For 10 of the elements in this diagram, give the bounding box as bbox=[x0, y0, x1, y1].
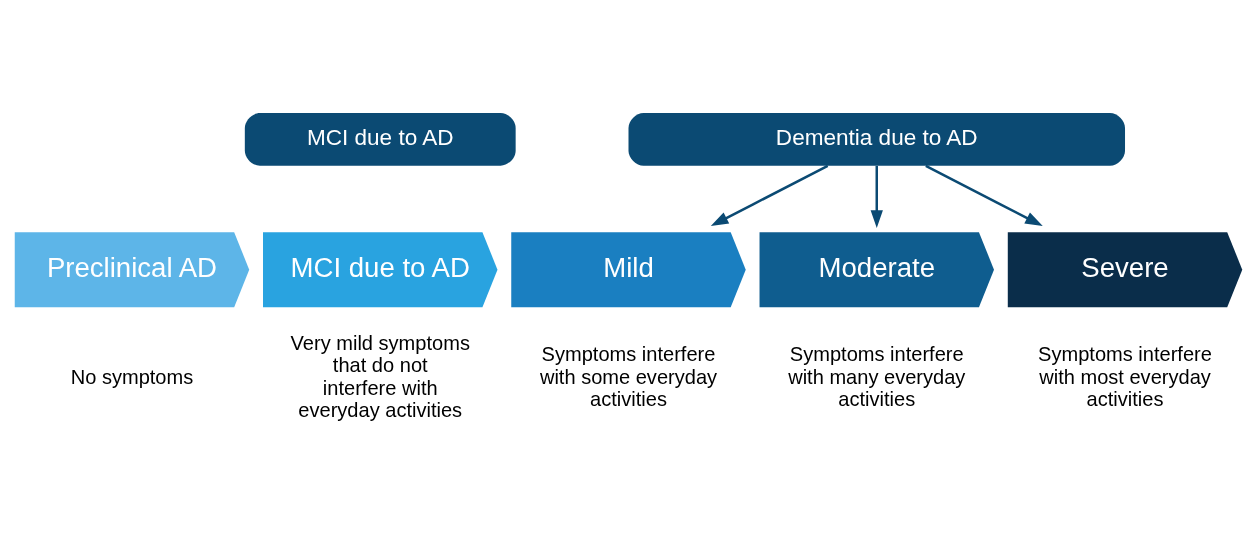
node-label: Symptoms interfere with most everyday activities bbox=[1038, 342, 1212, 410]
arrow bbox=[925, 164, 1043, 226]
node-label: Symptoms interfere with many everyday activities bbox=[788, 342, 966, 410]
node-box: MCI due to AD bbox=[244, 112, 516, 166]
node-label: Very mild symptoms that do not interfere with everyday activities bbox=[290, 331, 470, 421]
node-box: Dementia due to AD bbox=[628, 112, 1125, 166]
node-label: No symptoms bbox=[70, 365, 194, 388]
arrow bbox=[870, 165, 883, 228]
arrow bbox=[710, 164, 829, 226]
node-label: Symptoms interfere with some everyday activities bbox=[539, 342, 718, 410]
